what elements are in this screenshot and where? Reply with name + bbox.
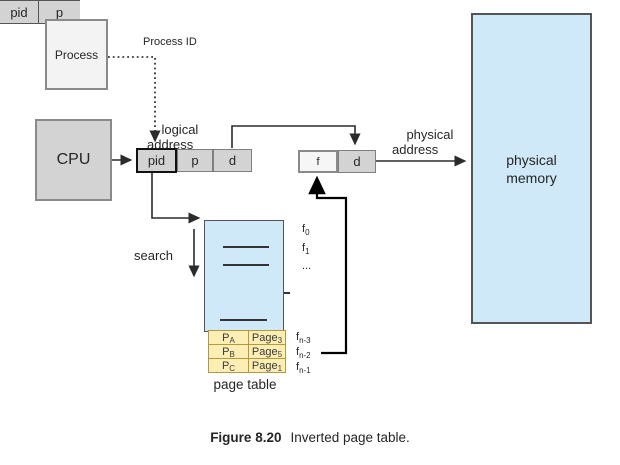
table-entry-line [220,319,267,321]
physical-memory-label: physical memory [506,151,557,186]
logical-d-field: d [213,149,252,172]
figure-caption-text: Inverted page table. [290,430,410,445]
physical-memory-box: physical memory [471,13,592,324]
process-id-label: Process ID [143,36,197,48]
frame-label-f1: f1 [302,242,310,256]
frame-label-fn1: fn-1 [296,361,311,375]
frame-label-fn2: fn-2 [296,346,311,360]
logical-pid-field: pid [136,148,177,173]
match-row-p-cell: p [55,4,64,20]
search-label: search [134,248,174,263]
arrow-frame-to-f-field [308,175,348,355]
frame-label-ellipsis: ... [302,260,312,272]
frame-label-f0: f0 [302,223,310,237]
process-box: Process [45,19,108,90]
figure-caption: Figure 8.20 Inverted page table. [0,430,620,445]
matched-row-tick [284,292,290,294]
logical-p-field: p [177,149,213,172]
arrow-pid-to-page-table [151,173,201,224]
table-entry-line [223,264,269,266]
physical-f-field: f [298,150,338,173]
cpu-box: CPU [35,119,112,201]
arrow-d-to-physical-d [231,125,361,148]
cpu-box-label: CPU [56,151,91,168]
physical-d-field: d [338,150,376,173]
match-row-pid-cell: pid [0,1,39,23]
page-table-label: page table [213,377,277,392]
process-box-label: Process [54,47,99,62]
figure-caption-number: Figure 8.20 [210,430,282,445]
frame-label-fn3: fn-3 [296,331,311,345]
page-table-body [204,220,284,332]
table-entry-line [223,246,269,248]
